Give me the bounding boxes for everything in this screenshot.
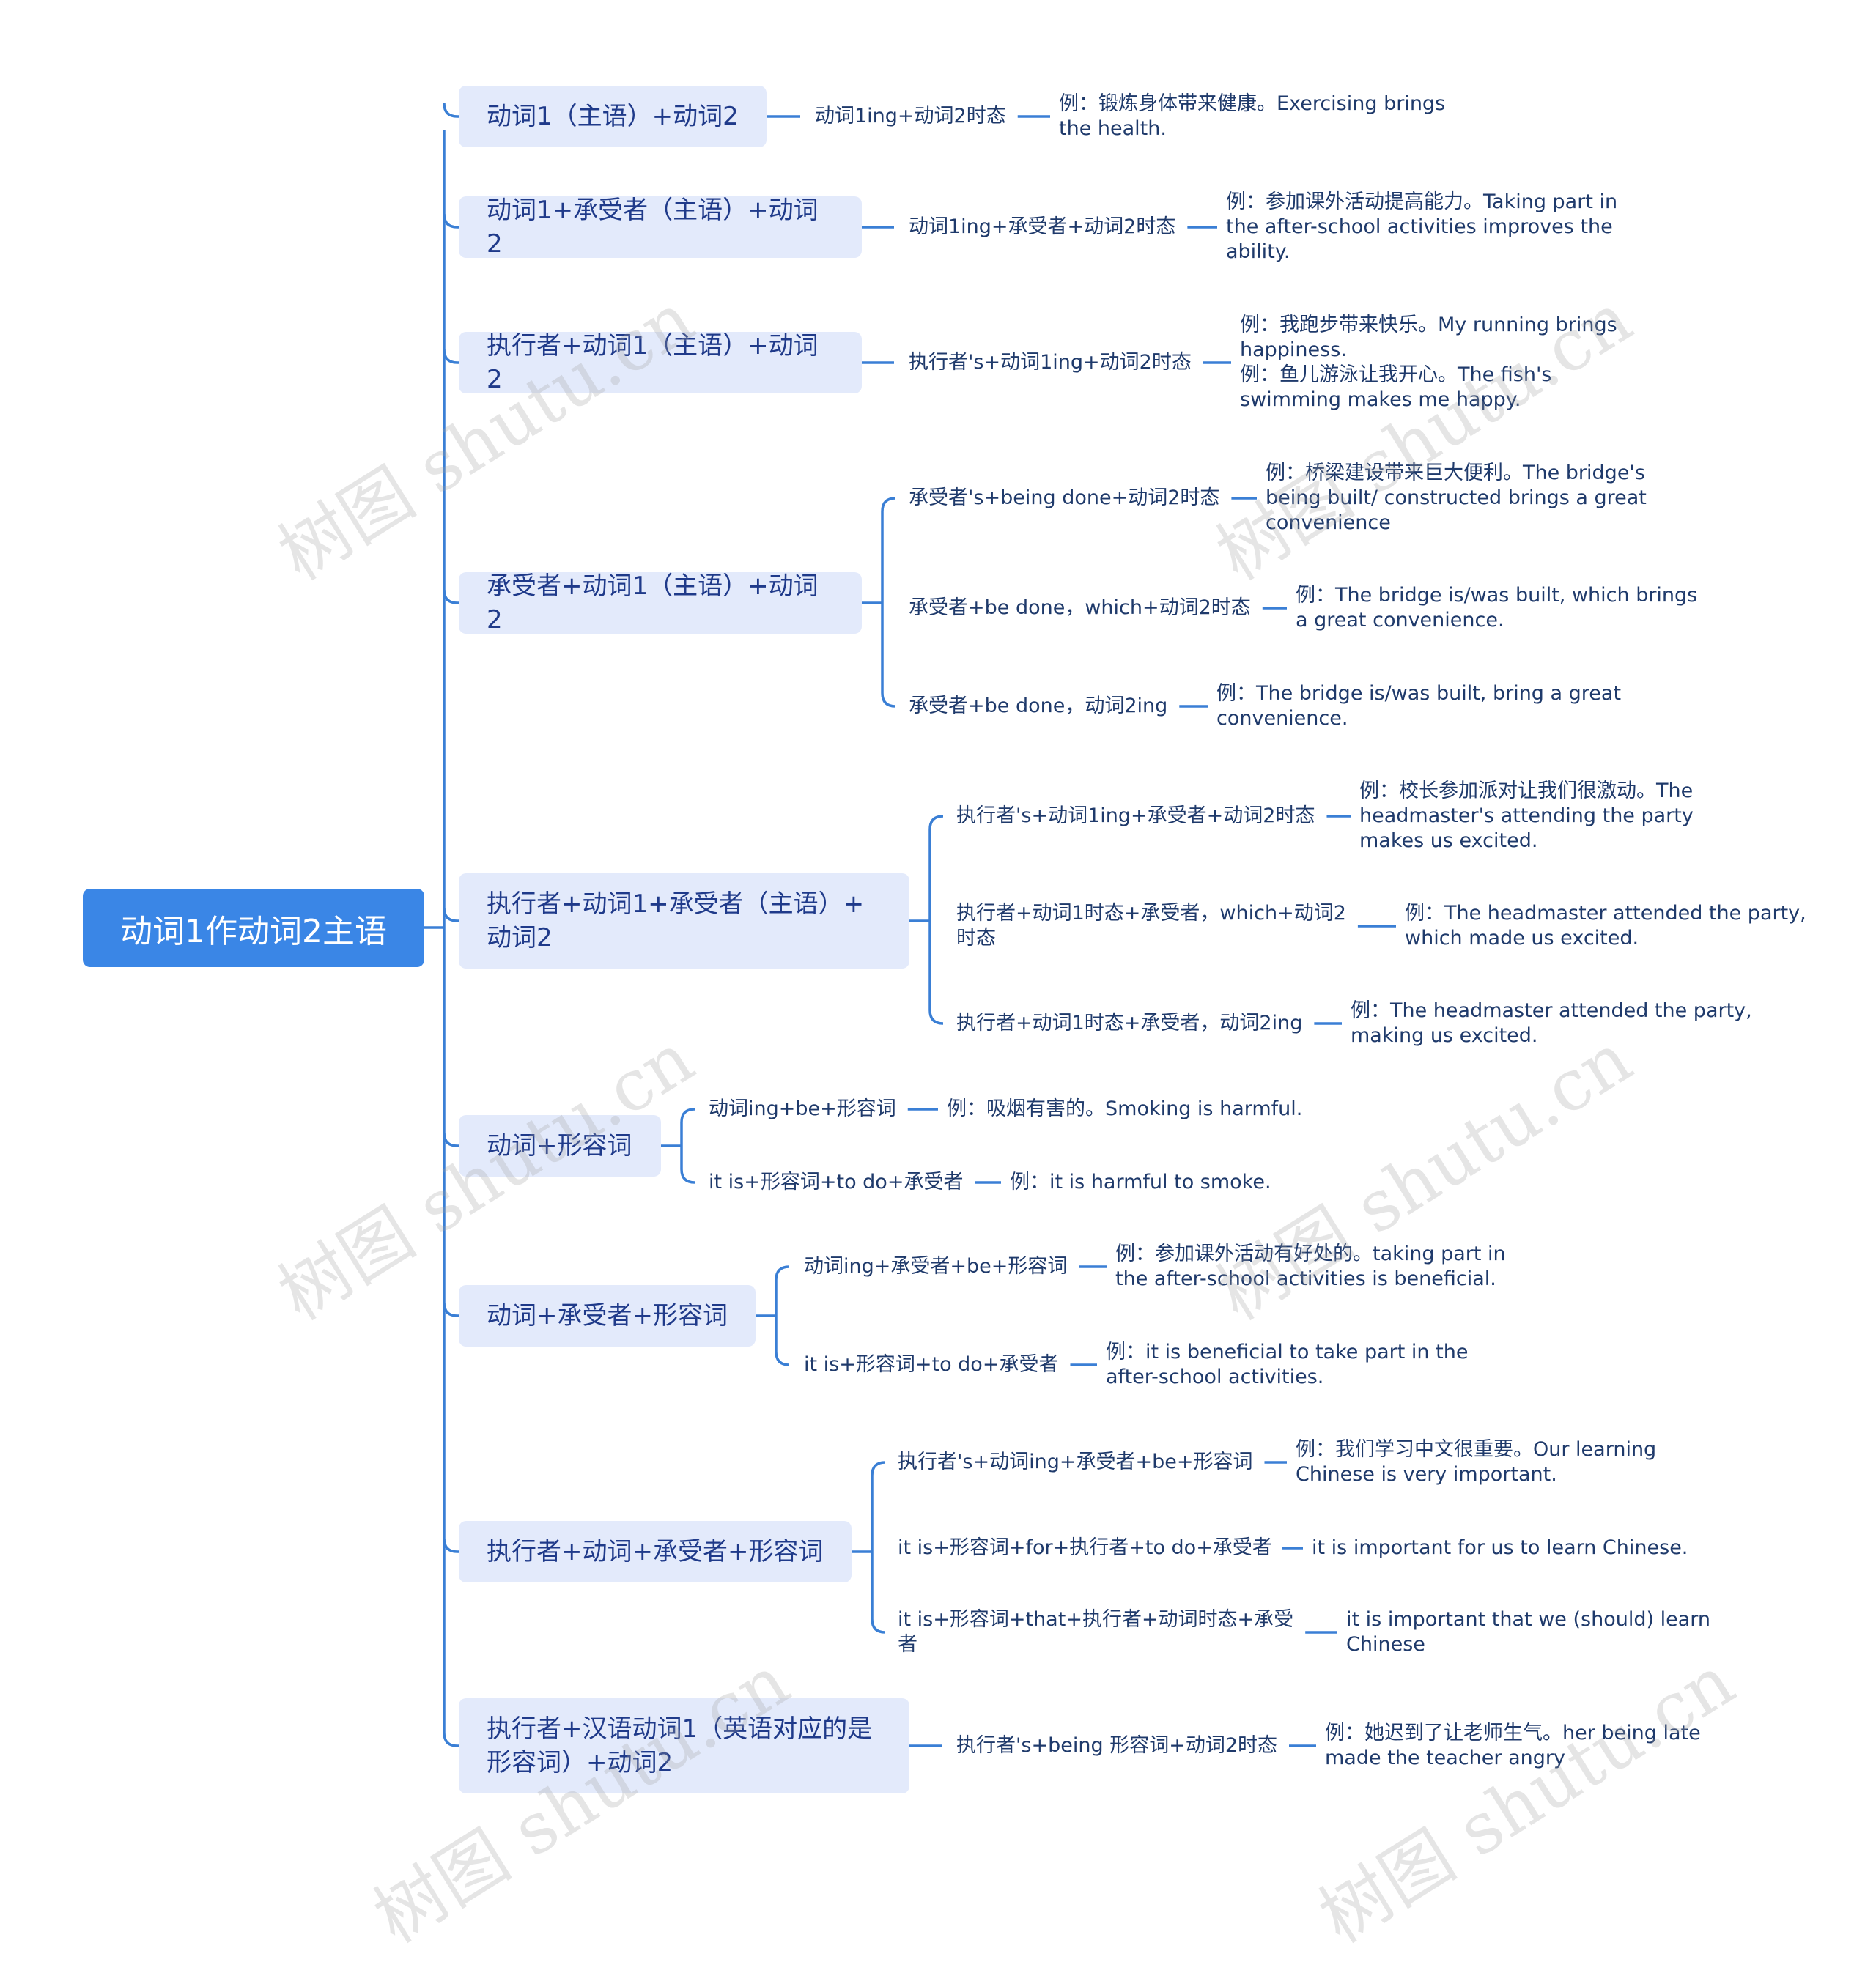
branch-topic[interactable]: 执行者+汉语动词1（英语对应的是 形容词）+动词2 (459, 1698, 909, 1793)
child-bracket (775, 1265, 790, 1366)
example-node[interactable]: 例：我们学习中文很重要。Our learning Chinese is very… (1296, 1438, 1657, 1486)
pattern-node[interactable]: it is+形容词+that+执行者+动词时态+承受 者 (898, 1608, 1294, 1656)
branch-connector (443, 1302, 459, 1317)
example-node[interactable]: 例：锻炼身体带来健康。Exercising brings the health. (1059, 92, 1446, 140)
child-bracket (881, 497, 896, 708)
example-node[interactable]: 例：参加课外活动提高能力。Taking part in the after-sc… (1226, 190, 1618, 263)
example-node[interactable]: 例：The bridge is/was built, which brings … (1296, 584, 1698, 632)
root-topic[interactable]: 动词1作动词2主语 (83, 889, 424, 967)
pattern-node[interactable]: 执行者+动词1时态+承受者，动词2ing (956, 1012, 1303, 1034)
branch-connector (443, 907, 459, 922)
pattern-node[interactable]: 承受者+be done，动词2ing (909, 695, 1168, 717)
example-node[interactable]: it is important that we (should) learn C… (1346, 1608, 1710, 1656)
pattern-node[interactable]: 承受者's+being done+动词2时态 (909, 486, 1220, 509)
pattern-node[interactable]: 动词1ing+承受者+动词2时态 (909, 215, 1176, 238)
pattern-node[interactable]: 执行者+动词1时态+承受者，which+动词2 时态 (956, 902, 1346, 949)
example-node[interactable]: 例：it is beneficial to take part in the a… (1106, 1341, 1469, 1388)
example-node[interactable]: 例：我跑步带来快乐。My running brings happiness. 例… (1240, 314, 1617, 411)
mind-map: 动词1作动词2主语 动词1（主语）+动词2 动词1ing+动词2时态 例：锻炼身体带… (83, 86, 1806, 1959)
branch-connector (443, 1732, 459, 1747)
pattern-node[interactable]: 动词ing+承受者+be+形容词 (804, 1255, 1068, 1278)
pattern-node[interactable]: 执行者's+动词1ing+动词2时态 (909, 351, 1192, 374)
example-node[interactable]: 例：it is harmful to smoke. (1010, 1171, 1271, 1193)
example-node[interactable]: 例：校长参加派对让我们很激动。The headmaster's attendin… (1359, 780, 1694, 852)
branch-connector (443, 1132, 459, 1147)
branch-topic[interactable]: 动词+形容词 (459, 1115, 661, 1177)
example-node[interactable]: 例：桥梁建设带来巨大便利。The bridge's being built/ c… (1266, 462, 1647, 534)
pattern-node[interactable]: 动词1ing+动词2时态 (815, 105, 1006, 127)
example-node[interactable]: 例：The bridge is/was built, bring a great… (1216, 682, 1622, 730)
branch-connector (443, 103, 459, 118)
pattern-node[interactable]: 执行者's+being 形容词+动词2时态 (956, 1734, 1277, 1757)
pattern-node[interactable]: 承受者+be done，which+动词2时态 (909, 596, 1251, 619)
connector-lines (424, 103, 1396, 1747)
branch-topic[interactable]: 动词1+承受者（主语）+动词2 (459, 196, 862, 259)
branch-topic[interactable]: 执行者+动词1（主语）+动词2 (459, 331, 862, 394)
example-node[interactable]: it is important for us to learn Chinese. (1312, 1536, 1688, 1559)
pattern-node[interactable]: 执行者's+动词1ing+承受者+动词2时态 (956, 804, 1315, 827)
branch-connector (443, 589, 459, 604)
child-bracket (680, 1108, 695, 1184)
example-node[interactable]: 例：The headmaster attended the party, mak… (1351, 999, 1752, 1047)
pattern-node[interactable]: it is+形容词+to do+承受者 (709, 1171, 964, 1193)
branch-topic[interactable]: 执行者+动词1+承受者（主语）+ 动词2 (459, 873, 909, 969)
child-bracket (928, 815, 944, 1025)
pattern-node[interactable]: it is+形容词+for+执行者+to do+承受者 (898, 1536, 1272, 1559)
example-node[interactable]: 例：参加课外活动有好处的。taking part in the after-sc… (1115, 1243, 1506, 1290)
branch-topic[interactable]: 承受者+动词1（主语）+动词2 (459, 571, 862, 634)
pattern-node[interactable]: 执行者's+动词ing+承受者+be+形容词 (898, 1451, 1253, 1473)
example-node[interactable]: 例：吸烟有害的。Smoking is harmful. (947, 1097, 1303, 1120)
example-node[interactable]: 例：她迟到了让老师生气。her being late made the teac… (1325, 1722, 1701, 1769)
branch-topic[interactable]: 执行者+动词+承受者+形容词 (459, 1521, 852, 1582)
branch-topic[interactable]: 动词+承受者+形容词 (459, 1285, 756, 1347)
pattern-node[interactable]: it is+形容词+to do+承受者 (804, 1353, 1059, 1376)
pattern-node[interactable]: 动词ing+be+形容词 (709, 1097, 896, 1120)
example-node[interactable]: 例：The headmaster attended the party, whi… (1405, 902, 1806, 949)
branch-topic[interactable]: 动词1（主语）+动词2 (459, 86, 767, 147)
branch-connector (443, 213, 459, 229)
branch-connector (443, 349, 459, 364)
child-bracket (871, 1461, 886, 1634)
branch-connector (443, 1538, 459, 1553)
